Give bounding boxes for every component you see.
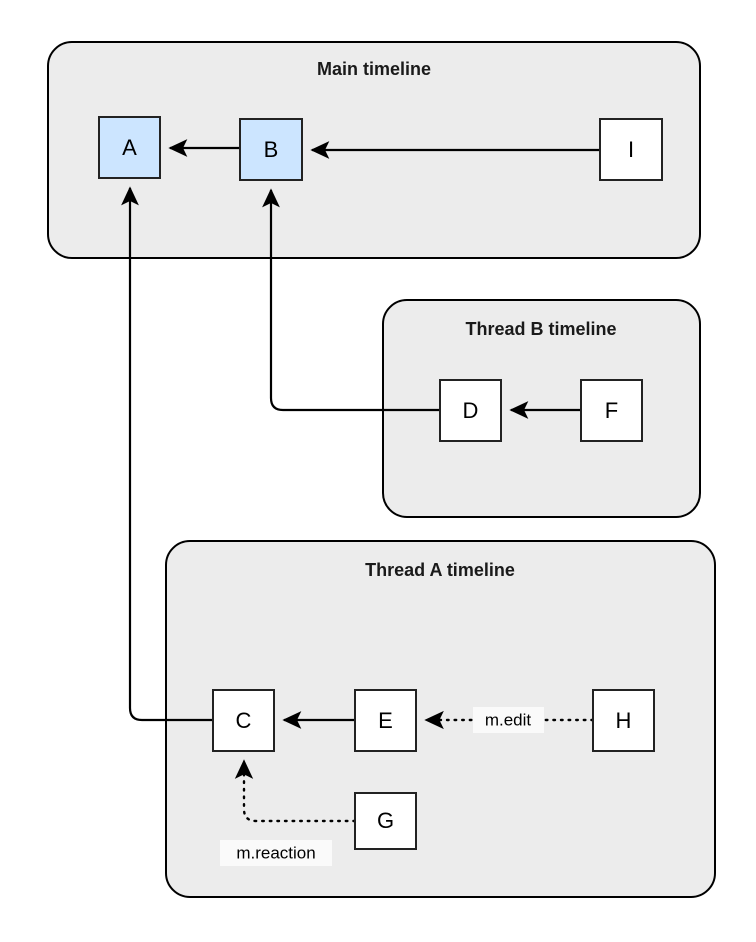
node-g-rect[interactable]	[354, 792, 417, 850]
node-g-label: G	[377, 808, 394, 833]
node-i[interactable]: I	[599, 118, 663, 181]
node-i-label: I	[628, 137, 634, 162]
node-d-rect[interactable]	[439, 379, 502, 442]
node-b-rect[interactable]	[239, 118, 303, 181]
edge-c-to-a	[121, 186, 213, 722]
node-h-rect[interactable]	[592, 689, 655, 752]
node-a-rect[interactable]	[98, 116, 161, 179]
node-g[interactable]: G	[354, 792, 417, 850]
edge-label-m-reaction-background	[220, 840, 332, 866]
container-main-timeline-title: Main timeline	[317, 59, 431, 79]
edge-g-to-c	[234, 759, 357, 823]
container-thread-b-timeline-rect	[382, 299, 701, 518]
edge-label-m-reaction: m.reaction	[220, 840, 332, 866]
node-f-rect[interactable]	[580, 379, 643, 442]
edge-label-m-edit: m.edit	[473, 707, 544, 733]
edge-d-to-b	[262, 188, 440, 412]
node-i-rect[interactable]	[599, 118, 663, 181]
container-thread-a-timeline-title: Thread A timeline	[365, 560, 515, 580]
node-d[interactable]: D	[439, 379, 502, 442]
edge-layer	[121, 139, 600, 823]
edge-label-m-edit-text: m.edit	[485, 710, 532, 729]
container-thread-b-timeline-title: Thread B timeline	[465, 319, 616, 339]
node-h-label: H	[616, 708, 632, 733]
node-b[interactable]: B	[239, 118, 303, 181]
node-f-label: F	[605, 398, 618, 423]
node-a[interactable]: A	[98, 116, 161, 179]
edge-label-m-reaction-text: m.reaction	[236, 843, 315, 862]
container-thread-b-timeline: Thread B timeline	[382, 299, 701, 518]
node-f[interactable]: F	[580, 379, 643, 442]
node-e-label: E	[378, 708, 393, 733]
node-h[interactable]: H	[592, 689, 655, 752]
edge-label-m-edit-background	[473, 707, 544, 733]
node-e[interactable]: E	[354, 689, 417, 752]
node-b-label: B	[264, 137, 279, 162]
node-c-rect[interactable]	[212, 689, 275, 752]
node-c-label: C	[236, 708, 252, 733]
node-c[interactable]: C	[212, 689, 275, 752]
node-d-label: D	[463, 398, 479, 423]
node-a-label: A	[122, 135, 137, 160]
node-e-rect[interactable]	[354, 689, 417, 752]
